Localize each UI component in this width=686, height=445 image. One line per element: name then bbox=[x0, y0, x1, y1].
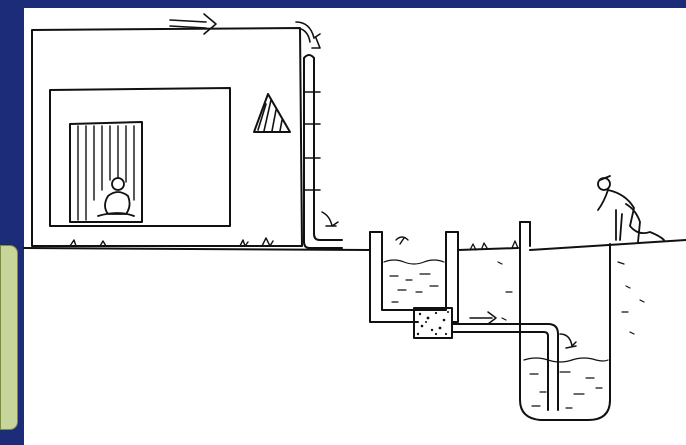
slide-canvas bbox=[0, 0, 686, 445]
rainwater-harvesting-sketch bbox=[0, 0, 686, 445]
